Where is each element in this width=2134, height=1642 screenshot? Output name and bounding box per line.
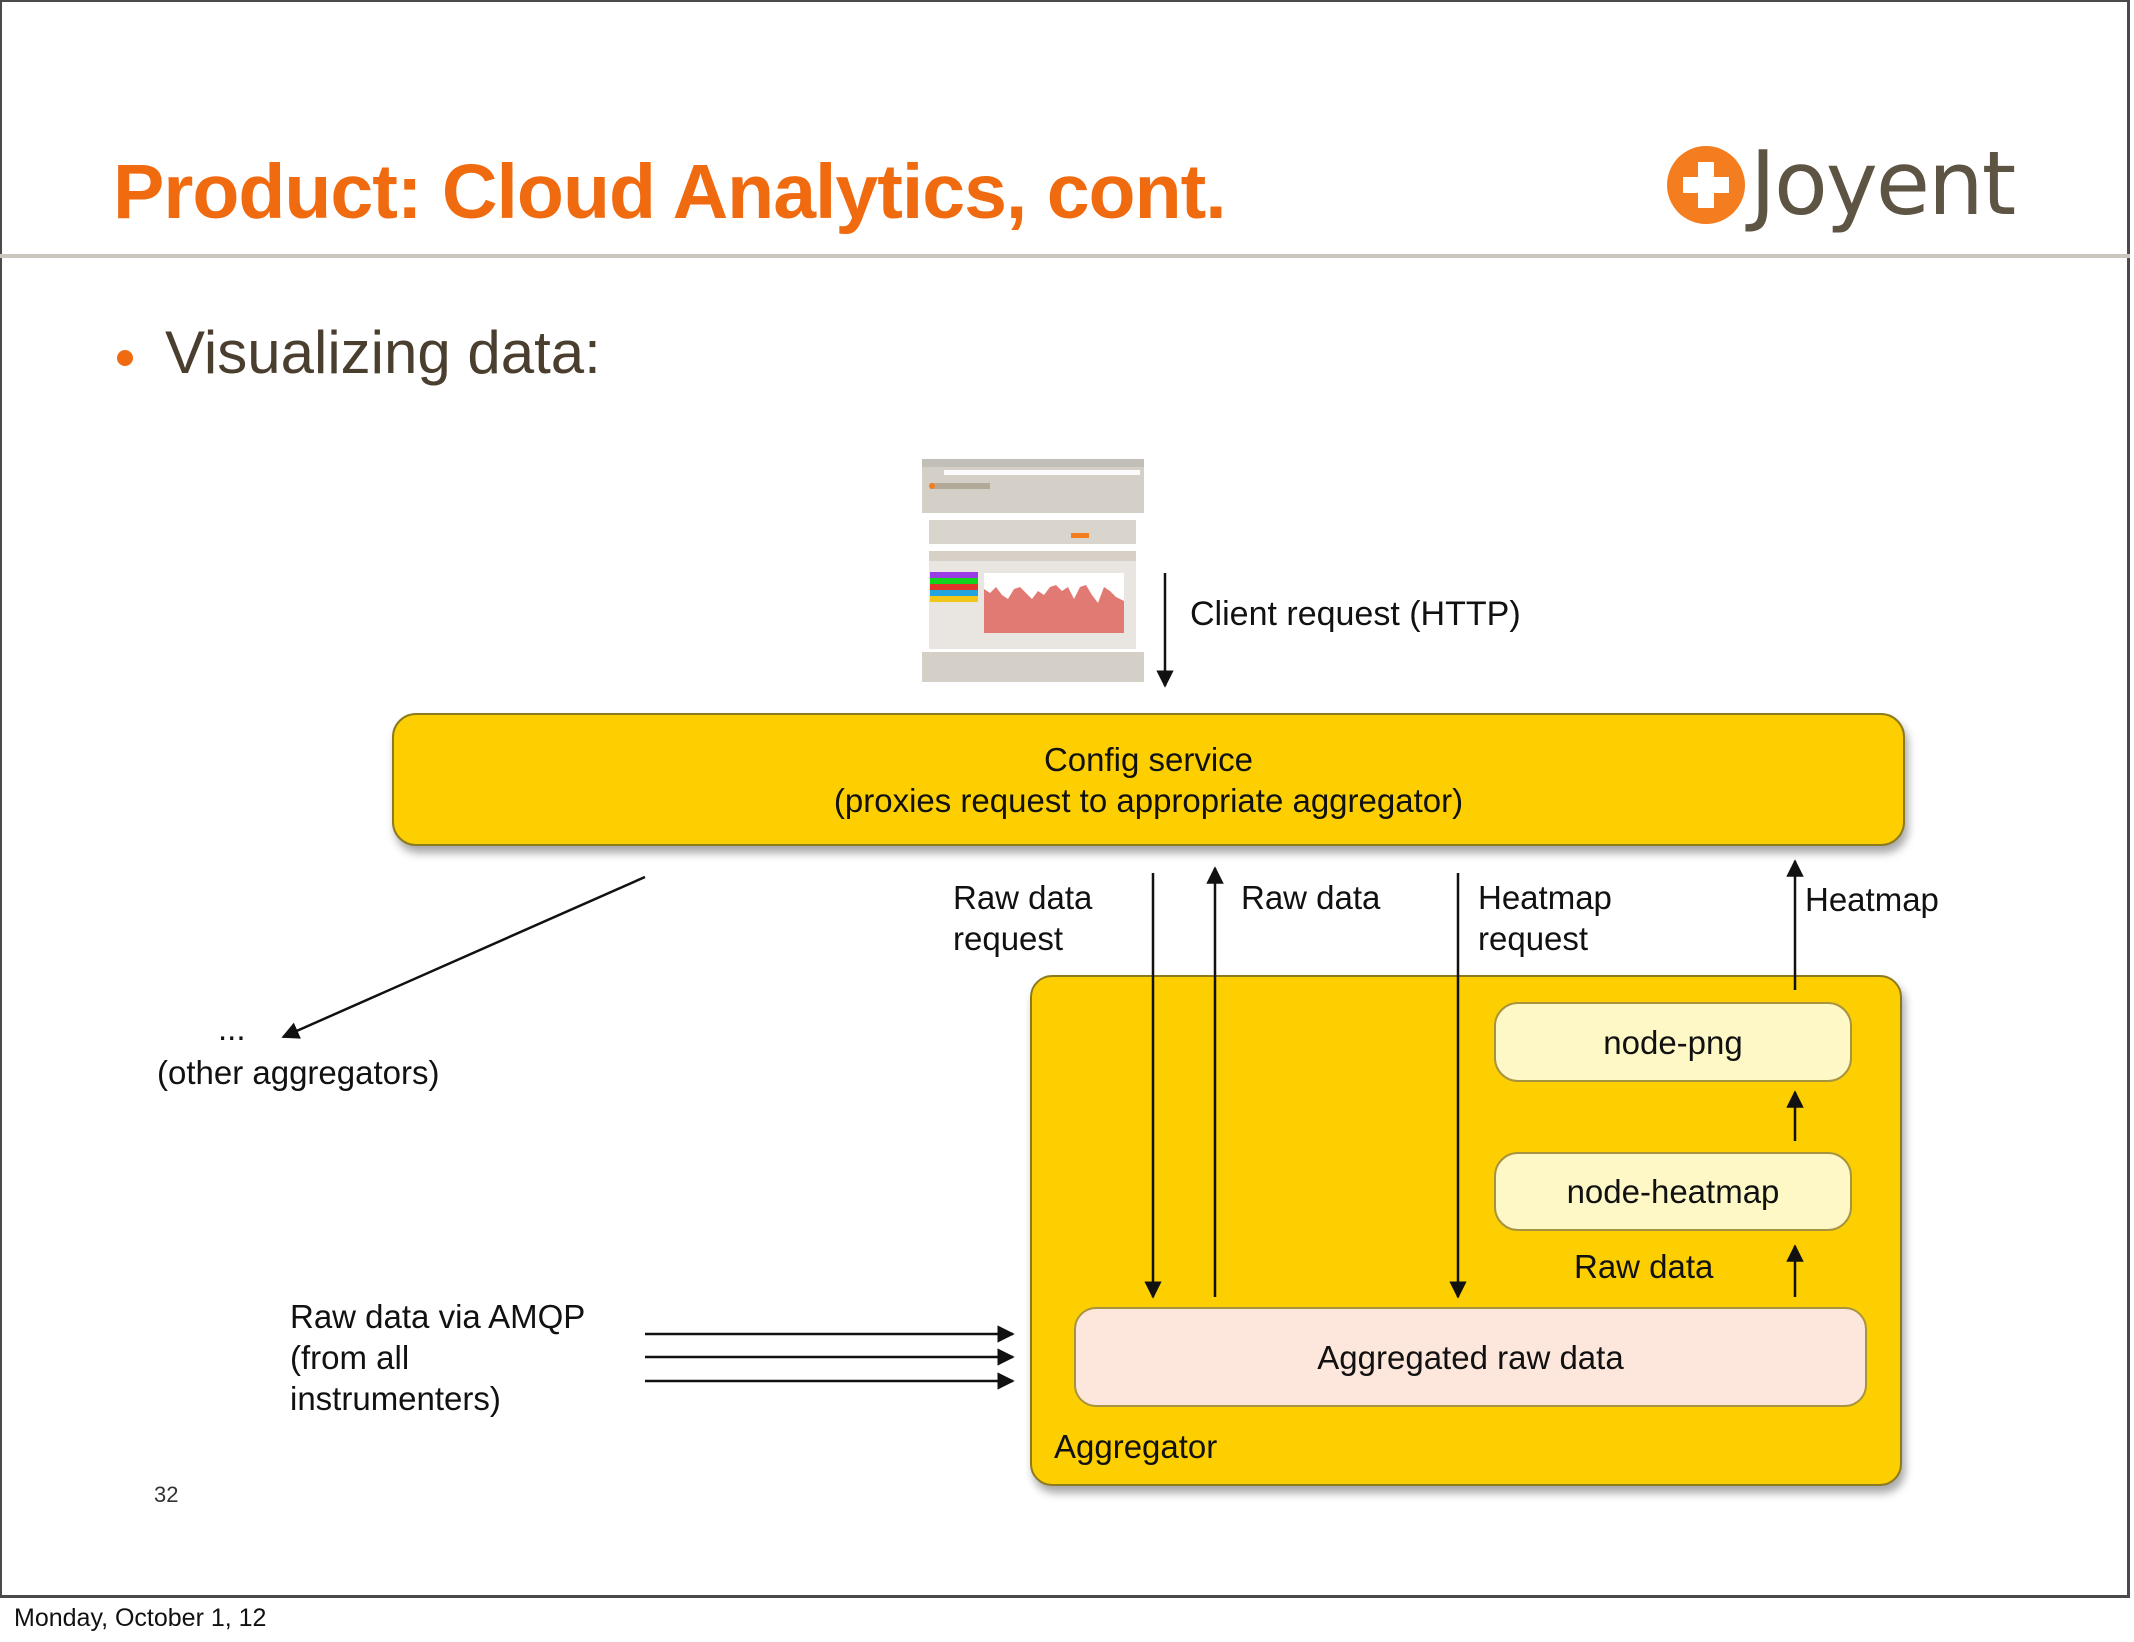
thumbnail-controls-panel <box>929 520 1136 544</box>
raw-data-request-label-line1: Raw data <box>953 879 1093 916</box>
raw-data-request-label-line2: request <box>953 920 1064 957</box>
other-aggregators-ellipsis: ... <box>218 1010 246 1047</box>
raw-data-label: Raw data <box>1241 879 1381 916</box>
heatmap-label: Heatmap <box>1805 881 1939 918</box>
aggregated-raw-data-box: Aggregated raw data <box>1074 1307 1867 1407</box>
bullet-icon <box>117 350 133 366</box>
thumbnail-chart <box>984 573 1124 633</box>
portal-thumbnail <box>920 457 1146 684</box>
aggregator-raw-data-label: Raw data <box>1574 1248 1714 1285</box>
footer-date: Monday, October 1, 12 <box>14 1604 267 1632</box>
amqp-label-line2: (from all <box>290 1339 410 1376</box>
thumbnail-urlbar <box>944 470 1140 475</box>
title-divider <box>0 254 2130 258</box>
thumbnail-button <box>1071 533 1089 538</box>
amqp-label-line3: instrumenters) <box>290 1380 501 1417</box>
logo-text: Joyent <box>1750 132 2016 235</box>
slide-title: Product: Cloud Analytics, cont. <box>113 149 1227 235</box>
page-number: 32 <box>154 1482 179 1507</box>
thumbnail-legend-swatch <box>930 596 978 602</box>
thumbnail-chart-header <box>929 551 1136 561</box>
bullet-text: Visualizing data: <box>165 319 601 386</box>
config-service-subtitle: (proxies request to appropriate aggregat… <box>833 781 1464 819</box>
heatmap-request-label-line2: request <box>1478 920 1589 957</box>
plus-circle-icon <box>1667 146 1745 224</box>
thumbnail-legend-swatch <box>930 590 978 596</box>
node-heatmap-label: node-heatmap <box>1566 1173 1780 1210</box>
node-png-box: node-png <box>1494 1002 1852 1082</box>
node-png-label: node-png <box>1603 1023 1743 1061</box>
thumbnail-legend-swatch <box>930 578 978 584</box>
node-heatmap-box: node-heatmap <box>1494 1152 1852 1231</box>
thumbnail-legend-swatch <box>930 572 978 578</box>
amqp-label-line1: Raw data via AMQP <box>290 1298 586 1335</box>
other-aggregators-label: (other aggregators) <box>157 1054 440 1091</box>
config-service-box: Config service (proxies request to appro… <box>392 713 1905 846</box>
thumbnail-legend-swatch <box>930 584 978 590</box>
heatmap-request-label-line1: Heatmap <box>1478 879 1612 916</box>
thumbnail-brand-icon <box>929 483 935 489</box>
thumbnail-tabbar <box>922 459 1144 467</box>
config-service-title: Config service <box>1043 740 1254 778</box>
aggregated-raw-data-label: Aggregated raw data <box>1317 1338 1624 1376</box>
thumbnail-footer <box>922 652 1144 682</box>
thumbnail-chart-area <box>984 585 1124 633</box>
client-request-label: Client request (HTTP) <box>1190 595 1521 633</box>
joyent-logo: Joyent <box>1662 132 2042 250</box>
aggregator-label: Aggregator <box>1054 1428 1218 1465</box>
thumbnail-brand <box>930 483 990 489</box>
